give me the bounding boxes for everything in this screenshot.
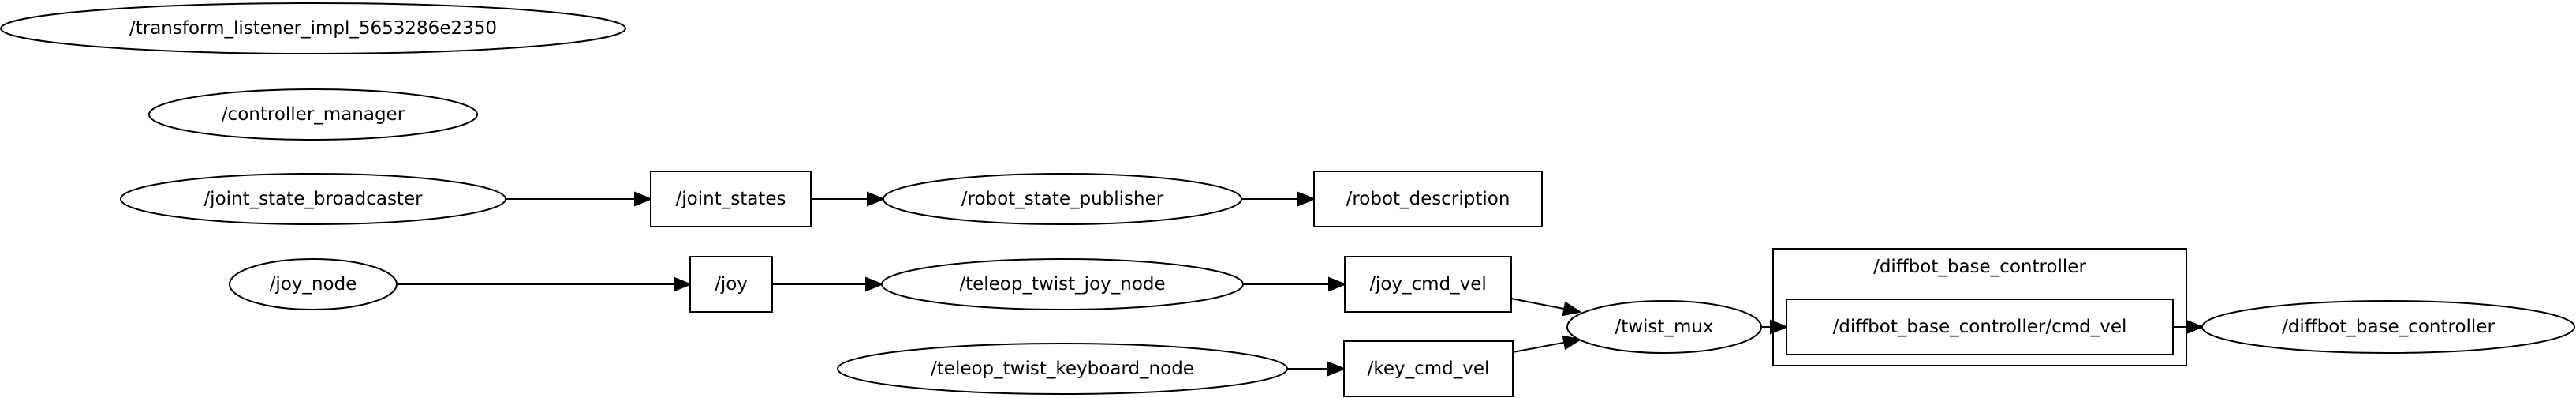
edge-line: [1512, 341, 1565, 353]
topic-box-diffbot-cmd-vel[interactable]: /diffbot_base_controller/cmd_vel: [1786, 298, 2174, 355]
edge-key-cmd-vel-to-twist-mux: [1512, 335, 1582, 353]
topic-label: /robot_description: [1346, 189, 1510, 209]
node-ellipse-shape: [2201, 300, 2575, 354]
edge-diffbot-cmd-vel-to-diffbot-base-controller-node: [2173, 319, 2205, 335]
edge-joy-node-to-joy: [397, 276, 693, 292]
cluster-frame: [1772, 248, 2187, 366]
arrowhead: [634, 191, 653, 207]
node-ellipse-joy-node[interactable]: /joy_node: [229, 258, 398, 310]
edge-teleop-twist-joy-node-to-joy-cmd-vel: [1243, 276, 1347, 292]
topic-label: /joint_states: [676, 189, 786, 209]
arrowhead: [674, 276, 693, 292]
node-ellipse-shape: [0, 2, 626, 54]
topic-box-key-cmd-vel[interactable]: /key_cmd_vel: [1343, 340, 1514, 397]
topic-box-shape: [1786, 298, 2174, 355]
edge-joy-cmd-vel-to-twist-mux: [1510, 298, 1582, 317]
node-ellipse-shape: [148, 88, 478, 141]
node-ellipse-teleop-twist-joy-node[interactable]: /teleop_twist_joy_node: [881, 258, 1244, 310]
topic-label: /joy_cmd_vel: [1369, 274, 1487, 295]
node-label: /diffbot_base_controller: [2282, 317, 2495, 337]
edge-line: [1510, 298, 1565, 310]
topic-box-shape: [650, 171, 812, 227]
cluster-layer: /diffbot_base_controller: [1772, 248, 2187, 366]
node-ellipse-controller-manager[interactable]: /controller_manager: [148, 88, 478, 141]
node-ellipse-shape: [229, 258, 398, 310]
node-label: /transform_listener_impl_5653286e2350: [129, 18, 497, 39]
node-ellipse-joint-state-broadcaster[interactable]: /joint_state_broadcaster: [120, 173, 506, 225]
edge-teleop-twist-keyboard-node-to-key-cmd-vel: [1287, 361, 1346, 377]
topic-label: /diffbot_base_controller/cmd_vel: [1833, 317, 2127, 337]
topic-box-shape: [1313, 171, 1543, 227]
node-ellipse-shape: [837, 343, 1288, 395]
arrowhead: [867, 191, 886, 207]
node-label: /joy_node: [270, 274, 357, 295]
node-ellipse-shape: [1566, 300, 1762, 354]
topic-label: /joy: [715, 274, 748, 295]
arrowhead: [1328, 276, 1347, 292]
node-label: /controller_manager: [222, 104, 405, 125]
node-ellipse-robot-state-publisher[interactable]: /robot_state_publisher: [883, 173, 1242, 225]
arrowhead: [1562, 301, 1582, 317]
edge-joint-states-to-robot-state-publisher: [811, 191, 886, 207]
edge-twist-mux-to-diffbot-cmd-vel: [1761, 319, 1789, 335]
topic-box-robot-description[interactable]: /robot_description: [1313, 171, 1543, 227]
node-ellipse-shape: [881, 258, 1244, 310]
topic-box-shape: [1344, 256, 1512, 313]
node-ellipse-diffbot-base-controller-node[interactable]: /diffbot_base_controller: [2201, 300, 2575, 354]
node-label: /teleop_twist_joy_node: [959, 274, 1165, 295]
edge-joint-state-broadcaster-to-joint-states: [506, 191, 653, 207]
edge-layer: [397, 191, 2205, 377]
node-label: /twist_mux: [1615, 317, 1713, 337]
arrowhead: [1327, 361, 1346, 377]
arrowhead: [865, 276, 884, 292]
cluster-diffbot-group: /diffbot_base_controller: [1772, 248, 2187, 366]
topic-box-shape: [689, 256, 773, 313]
arrowhead: [1770, 319, 1789, 335]
node-label: /teleop_twist_keyboard_node: [931, 359, 1194, 379]
topic-box-joy-cmd-vel[interactable]: /joy_cmd_vel: [1344, 256, 1512, 313]
arrowhead: [1562, 335, 1582, 351]
node-ellipse-twist-mux[interactable]: /twist_mux: [1566, 300, 1762, 354]
edge-robot-state-publisher-to-robot-description: [1241, 191, 1316, 207]
topic-label: /key_cmd_vel: [1368, 359, 1490, 379]
node-ellipse-shape: [120, 173, 506, 225]
arrowhead: [1297, 191, 1316, 207]
cluster-label: /diffbot_base_controller: [1873, 257, 2086, 277]
topic-box-joint-states[interactable]: /joint_states: [650, 171, 812, 227]
topic-box-shape: [1343, 340, 1514, 397]
node-ellipse-teleop-twist-keyboard-node[interactable]: /teleop_twist_keyboard_node: [837, 343, 1288, 395]
topic-box-joy[interactable]: /joy: [689, 256, 773, 313]
node-ellipse-tf-listener[interactable]: /transform_listener_impl_5653286e2350: [0, 2, 626, 54]
node-ellipse-shape: [883, 173, 1242, 225]
arrowhead: [2186, 319, 2205, 335]
node-label: /robot_state_publisher: [961, 189, 1164, 209]
edge-joy-to-teleop-twist-joy-node: [772, 276, 884, 292]
node-label: /joint_state_broadcaster: [203, 189, 423, 209]
